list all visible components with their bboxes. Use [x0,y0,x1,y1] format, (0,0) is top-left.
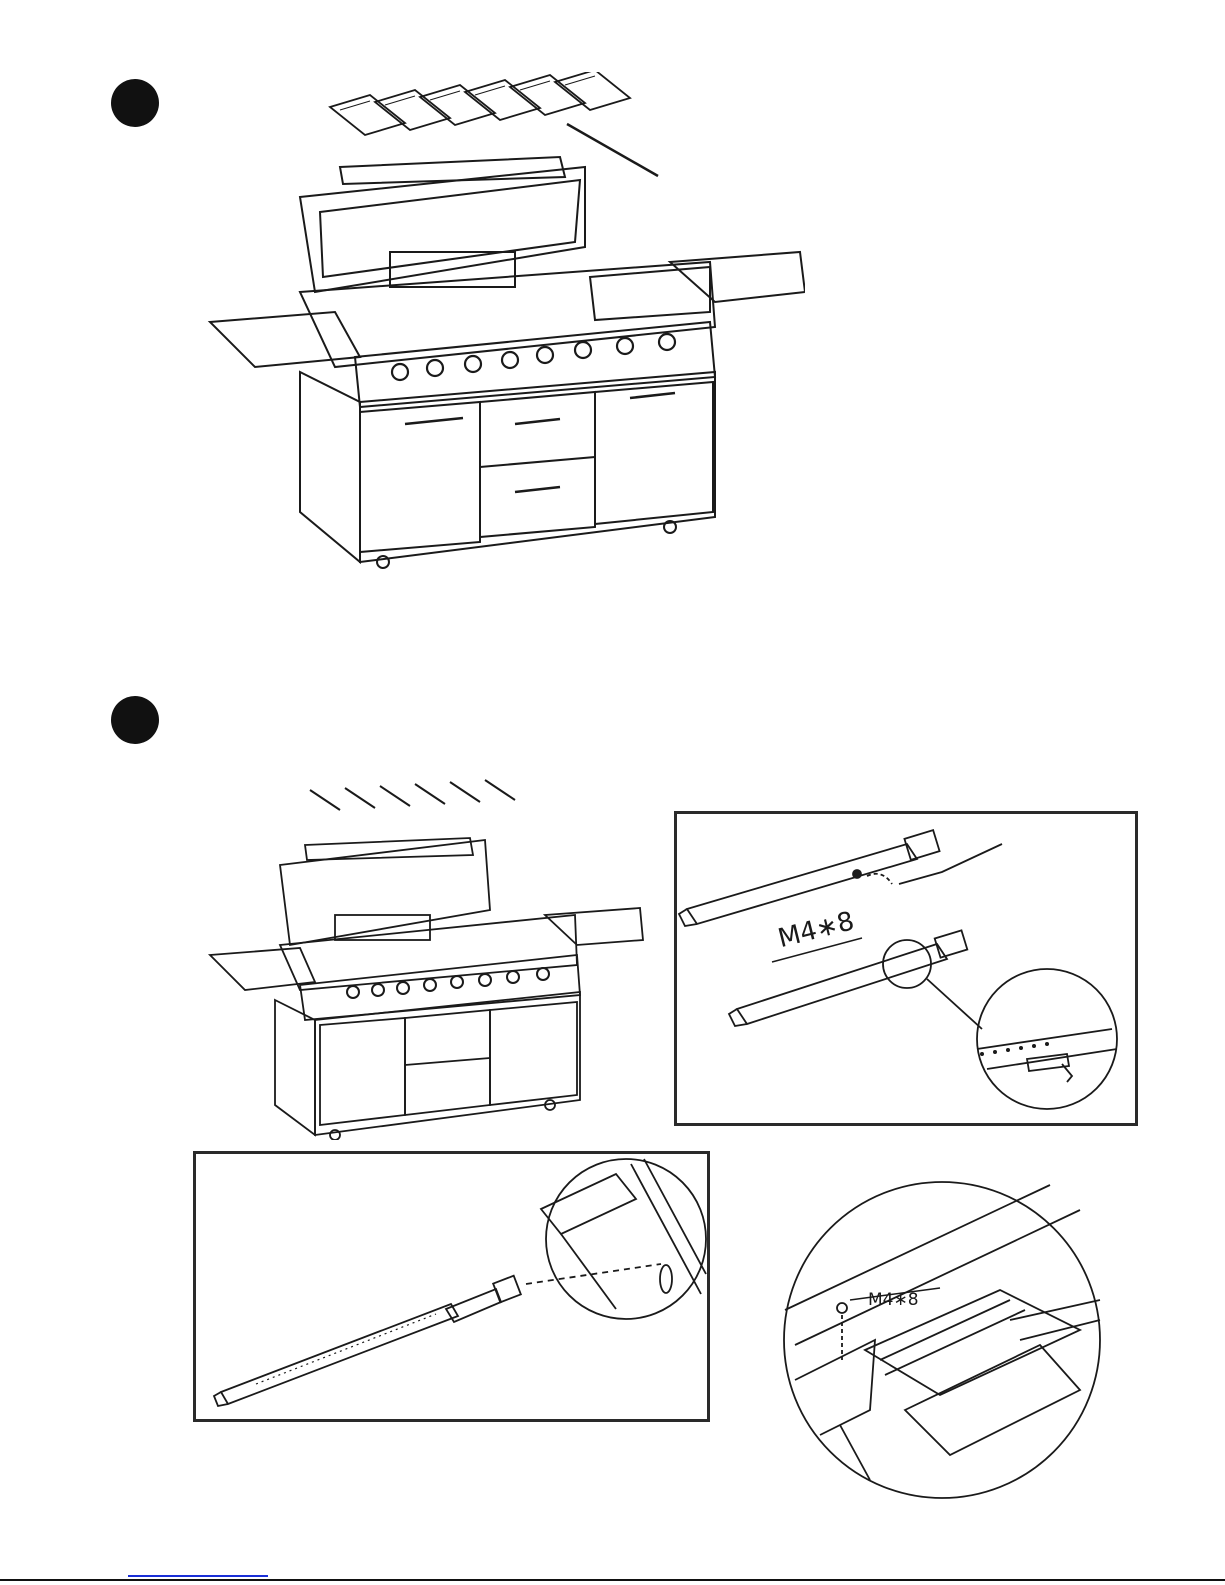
detail-screw-label: M4∗8 [868,1290,919,1310]
burner-insertion-panel [193,1151,710,1422]
step-2-bullet [111,696,159,744]
step-1-bullet [111,79,159,127]
heat-tent-icon [330,72,630,135]
burner-tube-icon [214,1276,521,1406]
grill-heat-tents-illustration [205,72,805,572]
screw-icon [837,1303,847,1313]
footer-link-underline[interactable] [128,1575,268,1577]
burner-screw-detail-panel: M4∗8 [674,811,1138,1126]
magnifier-detail-icon [546,1159,706,1319]
burner-tube-icon [310,780,515,810]
grill-burners-illustration [205,770,645,1140]
screw-closeup-detail: M4∗8 [780,1180,1105,1500]
magnifier-detail-icon [784,1182,1100,1498]
screw-icon [853,870,861,878]
footer-rule [0,1579,1225,1581]
